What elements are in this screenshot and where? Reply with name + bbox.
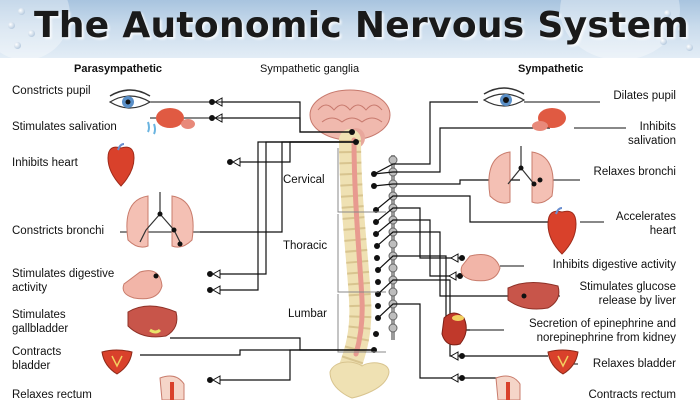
- pelvis: [329, 361, 390, 399]
- sympathetic-header: Sympathetic: [518, 63, 584, 75]
- right-eye: [482, 87, 526, 107]
- effect-stimulates-gallbladder-line2: gallbladder: [12, 323, 69, 335]
- left-eye: [108, 89, 152, 109]
- segment-label-thoracic: Thoracic: [283, 240, 328, 252]
- parasympathetic-header: Parasympathetic: [74, 63, 163, 75]
- left-liver: [127, 305, 178, 338]
- title-banner: The Autonomic Nervous System: [0, 0, 700, 58]
- banner-dot: [28, 30, 35, 37]
- page-title: The Autonomic Nervous System: [34, 5, 690, 46]
- effect-stimulates-glucose-line1: Stimulates glucose: [579, 281, 676, 293]
- right-salivary-gland: [532, 108, 566, 131]
- right-rectum: [495, 375, 521, 400]
- sympathetic-nerves: [373, 101, 560, 379]
- sympathetic-ganglia-header: Sympathetic ganglia: [260, 63, 360, 75]
- ganglion-chain: [388, 155, 398, 340]
- left-rectum: [159, 375, 185, 400]
- banner-dot: [664, 10, 671, 17]
- effect-relaxes-bronchi: Relaxes bronchi: [593, 166, 676, 178]
- effect-relaxes-rectum: Relaxes rectum: [12, 389, 92, 401]
- segment-brackets: [337, 148, 386, 353]
- effect-dilates-pupil: Dilates pupil: [613, 90, 676, 102]
- effect-contracts-rectum: Contracts rectum: [588, 389, 676, 401]
- right-bladder: [547, 349, 579, 375]
- right-liver: [507, 282, 560, 310]
- parasympathetic-ganglia: [207, 97, 241, 385]
- sympathetic-ganglia: [447, 253, 465, 383]
- right-lungs: [488, 146, 554, 204]
- banner-dot: [18, 8, 25, 15]
- brain-folds: [317, 104, 383, 123]
- banner-dot: [14, 42, 21, 49]
- spinal-cord: [351, 137, 365, 357]
- effect-inhibits-salivation-line1: Inhibits: [639, 121, 676, 133]
- effect-stimulates-salivation: Stimulates salivation: [12, 121, 117, 133]
- effect-stimulates-gallbladder-line1: Stimulates: [12, 309, 66, 321]
- effect-stimulates-digestive-line1: Stimulates digestive: [12, 268, 115, 280]
- effect-accelerates-heart-line1: Accelerates: [615, 211, 676, 223]
- effect-stimulates-glucose-line2: release by liver: [598, 295, 676, 307]
- effect-accelerates-heart-line2: heart: [649, 225, 676, 237]
- parasympathetic-nerves: [140, 101, 374, 381]
- effect-constricts-pupil: Constricts pupil: [12, 85, 91, 97]
- nervous-system-diagram: [101, 87, 626, 400]
- effect-contracts-bladder-line1: Contracts: [12, 346, 62, 358]
- banner-dot: [678, 26, 685, 33]
- effect-contracts-bladder-line2: bladder: [12, 360, 51, 372]
- effect-secretion-epinephrine-line2: norepinephrine from kidney: [536, 332, 676, 344]
- right-kidney: [441, 312, 467, 346]
- effect-inhibits-heart: Inhibits heart: [12, 157, 78, 169]
- right-stomach: [460, 254, 501, 282]
- effect-secretion-epinephrine-line1: Secretion of epinephrine and: [528, 318, 676, 330]
- banner-dot: [686, 44, 693, 51]
- right-heart: [547, 207, 577, 255]
- spine: [309, 89, 391, 399]
- effect-inhibits-salivation-line2: salivation: [628, 135, 676, 147]
- left-heart: [107, 143, 135, 187]
- effect-inhibits-digestive: Inhibits digestive activity: [552, 259, 676, 271]
- left-stomach: [122, 270, 163, 300]
- effect-relaxes-bladder: Relaxes bladder: [592, 358, 676, 370]
- left-bladder: [101, 349, 133, 375]
- banner-dot: [660, 38, 667, 45]
- segment-label-cervical: Cervical: [283, 174, 325, 186]
- effect-constricts-bronchi: Constricts bronchi: [12, 225, 105, 237]
- banner-dot: [8, 22, 15, 29]
- segment-label-lumbar: Lumbar: [288, 308, 327, 320]
- left-lungs: [126, 192, 194, 248]
- left-salivary-gland: [147, 108, 195, 135]
- effect-stimulates-digestive-line2: activity: [12, 282, 48, 294]
